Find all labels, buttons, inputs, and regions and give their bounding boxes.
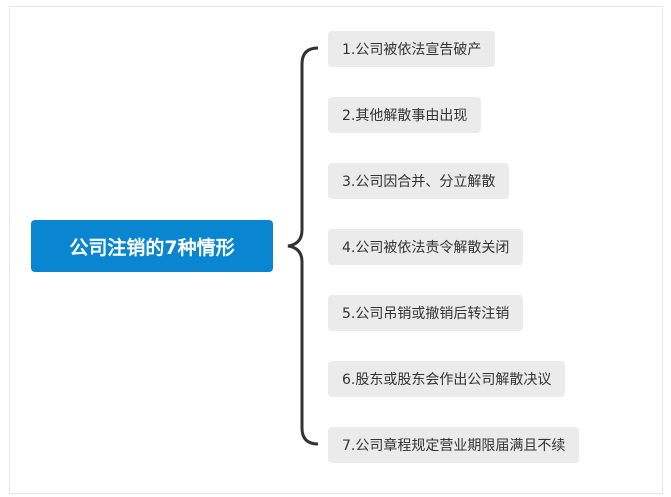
child-node-2[interactable]: 2.其他解散事由出现 — [328, 97, 482, 133]
child-node-1[interactable]: 1.公司被依法宣告破产 — [328, 31, 496, 67]
child-node-3[interactable]: 3.公司因合并、分立解散 — [328, 163, 510, 199]
child-node-4[interactable]: 4.公司被依法责令解散关闭 — [328, 229, 524, 265]
root-node[interactable]: 公司注销的7种情形 — [31, 220, 273, 272]
child-node-5[interactable]: 5.公司吊销或撤销后转注销 — [328, 295, 524, 331]
child-node-7[interactable]: 7.公司章程规定营业期限届满且不续 — [328, 427, 580, 463]
diagram-frame — [9, 6, 663, 494]
child-node-6[interactable]: 6.股东或股东会作出公司解散决议 — [328, 361, 566, 397]
